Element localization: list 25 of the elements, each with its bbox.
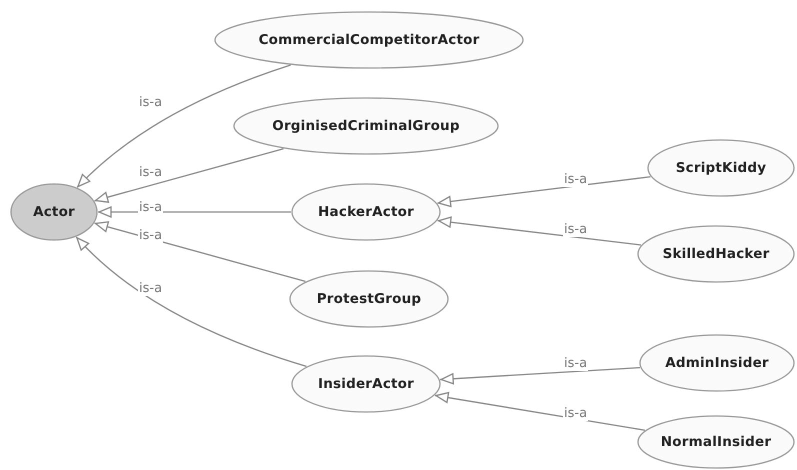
- class-name: InsiderActor: [318, 376, 414, 392]
- generalization-arrow: [434, 392, 646, 431]
- edge-label: is-a: [138, 282, 164, 296]
- class-name: AdminInsider: [665, 355, 769, 371]
- class-name: Actor: [33, 204, 75, 220]
- class-name: CommercialCompetitorActor: [258, 32, 480, 48]
- edge-label: is-a: [138, 229, 164, 243]
- edge-label: is-a: [563, 357, 588, 371]
- class-name: SkilledHacker: [662, 246, 770, 262]
- generalization-arrow: [438, 216, 641, 246]
- generalization-arrow: [94, 148, 284, 203]
- edge-label: is-a: [563, 223, 588, 237]
- generalization-arrow: [76, 64, 291, 188]
- class-name: ProtestGroup: [316, 291, 422, 307]
- class-name: OrginisedCriminalGroup: [272, 118, 460, 134]
- generalization-arrow: [440, 366, 640, 384]
- class-name: NormalInsider: [660, 434, 772, 450]
- generalization-arrow: [94, 221, 306, 282]
- edge-label: is-a: [563, 173, 588, 187]
- class-name: ScriptKiddy: [676, 160, 766, 176]
- generalization-arrow: [437, 176, 651, 208]
- generalization-arrow: [76, 236, 307, 367]
- edge-label: is-a: [138, 201, 164, 215]
- edge-label: is-a: [563, 407, 588, 421]
- class-name: HackerActor: [318, 204, 414, 220]
